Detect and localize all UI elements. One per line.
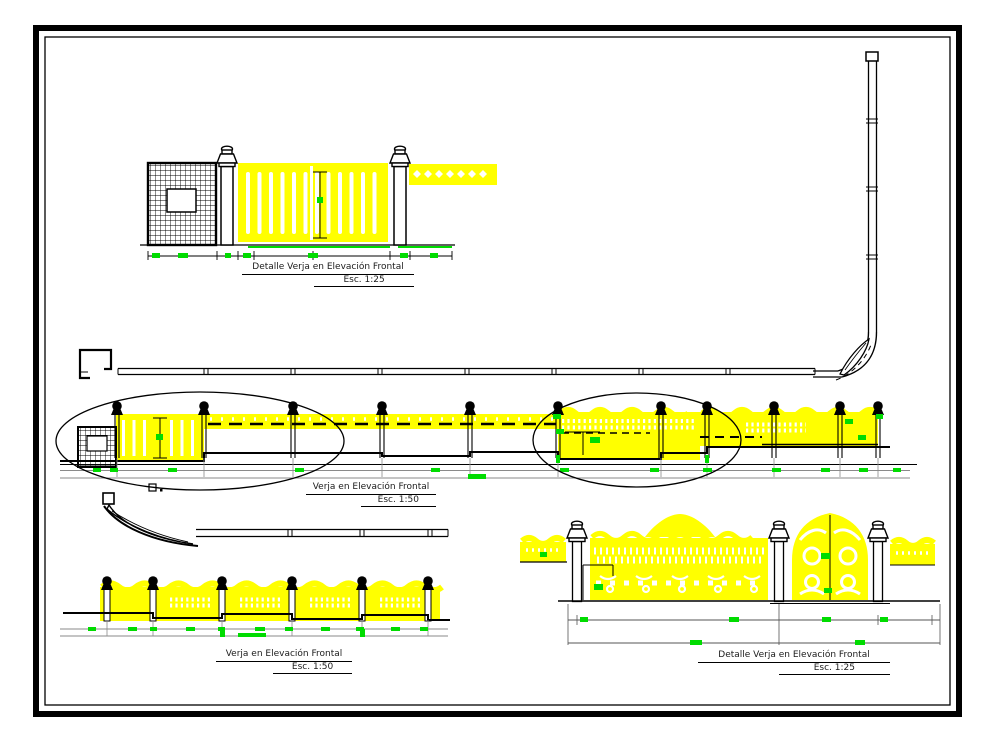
plan-wall-vertical <box>813 51 879 381</box>
view-title: Verja en Elevación Frontal <box>306 482 436 495</box>
detail-top-left-drawing <box>140 145 497 260</box>
label-detail-top-left: Detalle Verja en Elevación Frontal Esc. … <box>242 262 414 287</box>
elevation-main-drawing <box>55 391 917 492</box>
label-elevation-main: Verja en Elevación Frontal Esc. 1:50 <box>306 482 436 507</box>
view-title: Verja en Elevación Frontal <box>216 649 352 662</box>
view-title: Detalle Verja en Elevación Frontal <box>698 650 890 663</box>
label-detail-bottom-right: Detalle Verja en Elevación Frontal Esc. … <box>698 650 890 675</box>
view-title: Detalle Verja en Elevación Frontal <box>242 262 414 275</box>
plan-wall-horizontal <box>78 348 816 380</box>
view-scale: Esc. 1:25 <box>778 663 890 675</box>
view-scale: Esc. 1:50 <box>360 495 436 507</box>
view-scale: Esc. 1:50 <box>273 662 352 674</box>
elevation-bottom-left-drawing <box>60 492 450 637</box>
detail-bottom-right-drawing <box>520 513 941 645</box>
sheet-frame <box>33 25 962 717</box>
view-scale: Esc. 1:25 <box>314 275 414 287</box>
label-elevation-bottom-left: Verja en Elevación Frontal Esc. 1:50 <box>216 649 352 674</box>
